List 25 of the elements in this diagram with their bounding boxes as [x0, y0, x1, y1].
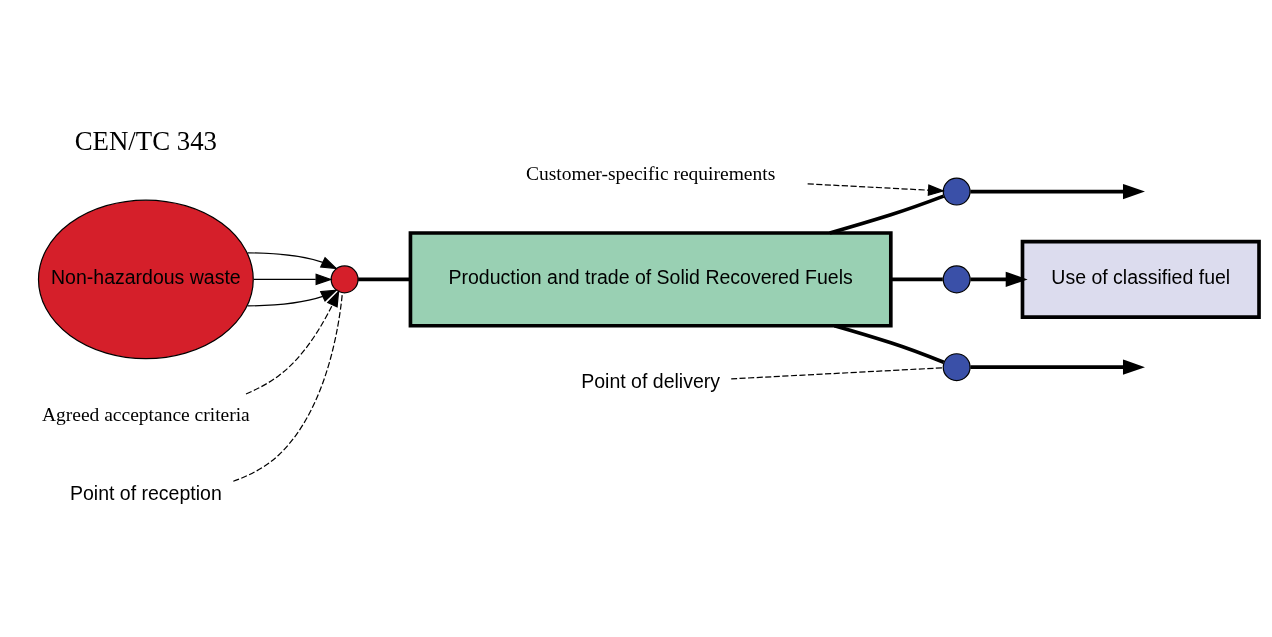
arrow	[970, 183, 1145, 199]
connector	[829, 193, 945, 235]
connector	[891, 277, 943, 281]
node-box: Production and trade of Solid Recovered Fuels	[408, 230, 893, 328]
arrow	[807, 182, 946, 196]
node-text: Point of delivery	[581, 369, 721, 392]
arrow	[246, 251, 338, 269]
node-text: Point of reception	[69, 481, 222, 504]
label: CEN/TC 343	[74, 125, 218, 156]
node-ellipse: Non-hazardous waste	[37, 199, 254, 359]
node-circle	[330, 264, 359, 293]
connector	[730, 366, 944, 379]
node-circle	[942, 177, 971, 206]
arrow	[970, 271, 1028, 287]
node-text: Customer-specific requirements	[526, 162, 776, 184]
node-box: Use of classified fuel	[1020, 239, 1261, 319]
node-text: Agreed acceptance criteria	[41, 403, 250, 425]
connector	[358, 277, 411, 281]
arrow	[970, 358, 1145, 375]
connector	[232, 291, 343, 482]
arrow	[253, 272, 333, 285]
node-circle	[942, 352, 971, 381]
arrow	[245, 289, 340, 395]
arrow	[246, 288, 338, 306]
node-circle	[942, 264, 971, 293]
